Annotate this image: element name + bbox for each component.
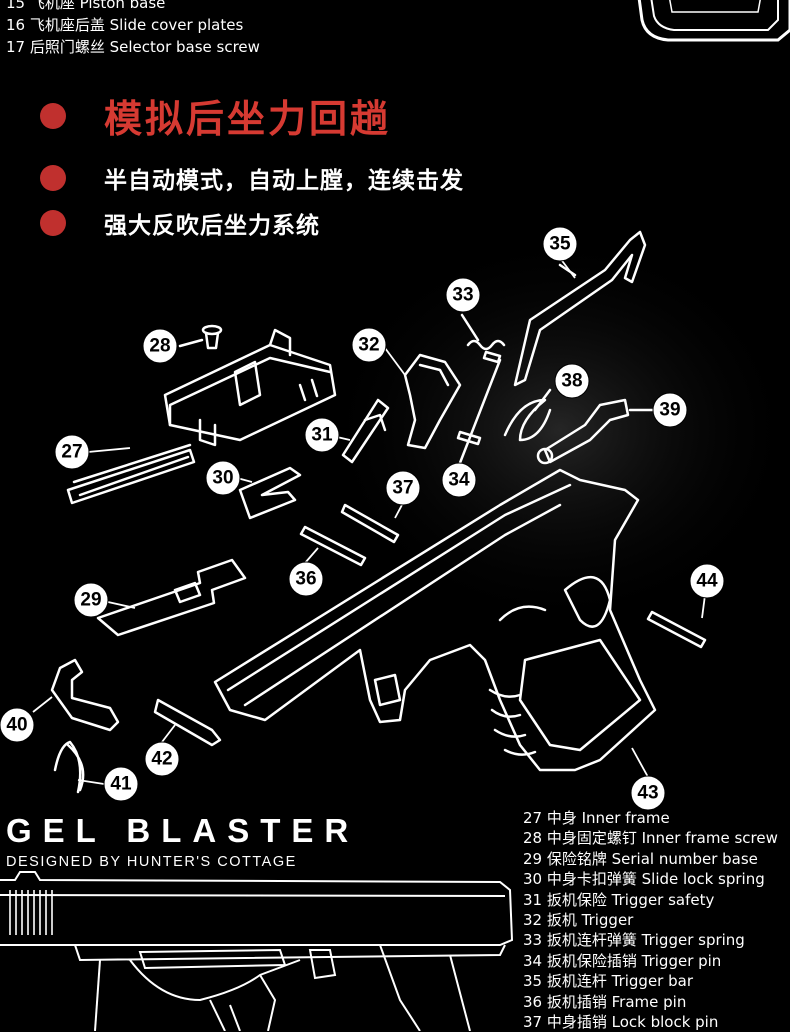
part-37-pin (340, 503, 400, 544)
callout-39: 39 (659, 400, 680, 421)
parts-list-item: 34 扳机保险插销 Trigger pin (523, 951, 722, 970)
parts-list-item: 30 中身卡扣弹簧 Slide lock spring (523, 870, 765, 889)
parts-list-bottom: 27 中身 Inner frame 28 中身固定螺钉 Inner frame … (523, 808, 778, 1032)
parts-list-item: 37 中身插销 Lock block pin (523, 1013, 719, 1032)
bullet-dot-icon (40, 102, 66, 129)
part-30-slide-lock-spring (238, 466, 302, 520)
part-33-spring (460, 313, 506, 351)
part-34-pin (456, 350, 502, 470)
parts-list-item: 16 飞机座后盖 Slide cover plates (6, 16, 244, 34)
callout-33: 33 (452, 285, 473, 306)
callout-41: 41 (110, 774, 132, 795)
feature-text: 半自动模式，自动上膛，连续击发 (104, 168, 464, 194)
part-42-slide-lock (153, 698, 222, 747)
parts-list-item: 35 扳机连杆 Trigger bar (523, 972, 694, 991)
bullet-dot-icon (40, 210, 66, 236)
part-36-pin (299, 525, 367, 567)
parts-list-item: 32 扳机 Trigger (523, 911, 634, 930)
feature-row: 强大反吹后坐力系统 (40, 206, 320, 240)
callout-40: 40 (6, 715, 27, 736)
part-41-spring (53, 740, 85, 794)
brand-block: GEL BLASTER DESIGNED BY HUNTER'S COTTAGE (6, 812, 359, 870)
callout-29: 29 (80, 590, 101, 611)
part-39-lever (536, 398, 657, 465)
parts-list-item: 36 扳机插销 Frame pin (523, 992, 687, 1011)
callout-28: 28 (149, 336, 170, 357)
feature-row: 半自动模式，自动上膛，连续击发 (40, 161, 464, 195)
parts-list-item: 28 中身固定螺钉 Inner frame screw (523, 829, 778, 848)
part-44-pin (646, 610, 707, 649)
parts-list-item: 15 飞机座 Piston base (6, 0, 166, 12)
parts-list-item: 17 后照门螺丝 Selector base screw (6, 38, 260, 56)
parts-list-item: 33 扳机连杆弹簧 Trigger spring (523, 931, 745, 950)
part-28-screw (178, 324, 223, 350)
callout-27: 27 (61, 442, 82, 463)
parts-list-item: 29 保险铭牌 Serial number base (523, 849, 758, 868)
callout-32: 32 (358, 335, 379, 356)
brand-title: GEL BLASTER (6, 812, 360, 849)
slide-cover-part-illustration (637, 0, 790, 42)
part-31-trigger-safety (341, 398, 390, 464)
callout-43: 43 (637, 783, 658, 804)
callout-30: 30 (212, 468, 233, 489)
pistol-outline-illustration (0, 871, 514, 1031)
callout-31: 31 (311, 425, 333, 446)
callout-42: 42 (151, 749, 172, 770)
headline-row: 模拟后坐力回趟 (40, 88, 391, 143)
part-32-trigger (403, 353, 462, 450)
headline-title: 模拟后坐力回趟 (104, 97, 392, 141)
callout-44: 44 (696, 571, 718, 592)
feature-text: 强大反吹后坐力系统 (104, 213, 320, 239)
parts-list-item: 27 中身 Inner frame (523, 809, 670, 827)
callout-36: 36 (295, 569, 316, 590)
brand-subtitle: DESIGNED BY HUNTER'S COTTAGE (6, 854, 297, 870)
part-27-inner-frame (66, 328, 337, 505)
callout-34: 34 (448, 470, 470, 491)
callout-37: 37 (392, 478, 413, 499)
parts-list-top: 15 飞机座 Piston base 16 飞机座后盖 Slide cover … (6, 0, 260, 58)
part-38-spring-wire (503, 388, 552, 442)
parts-list-item: 31 扳机保险 Trigger safety (523, 890, 715, 909)
part-29-serial-base (96, 558, 247, 637)
callout-35: 35 (549, 234, 571, 255)
bullet-dot-icon (40, 165, 66, 191)
callout-38: 38 (561, 371, 582, 392)
part-40-lock-block (50, 658, 120, 732)
part-43-frame (213, 468, 657, 772)
